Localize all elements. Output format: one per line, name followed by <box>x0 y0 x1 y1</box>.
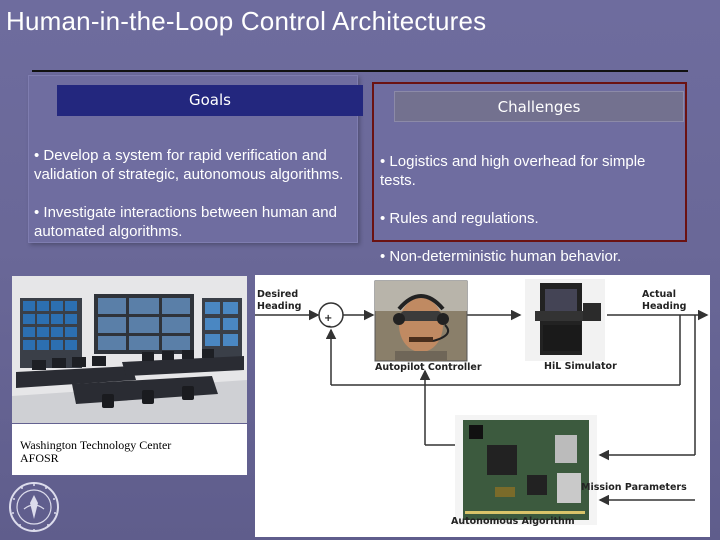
challenges-bullet: • Rules and regulations. <box>380 210 539 227</box>
credit-line: Washington Technology Center <box>20 438 172 452</box>
university-seal-logo <box>8 479 60 535</box>
challenges-bullet: • Logistics and high overhead for simple… <box>380 153 646 189</box>
photo-credit: Washington Technology Center AFOSR <box>12 424 247 475</box>
autonomous-algorithm-label: Autonomous Algorithm <box>451 516 575 527</box>
challenges-panel: Challenges • Logistics and high overhead… <box>372 82 687 265</box>
mission-parameters-label: Mission Parameters <box>581 482 687 493</box>
pilot-photo <box>374 280 468 362</box>
plus-sign: + <box>324 313 333 324</box>
challenges-bullet: • Non-deterministic human behavior. <box>380 248 622 265</box>
simulator-photo <box>525 279 605 361</box>
goals-bullets: • Develop a system for rapid verificatio… <box>34 127 356 260</box>
minus-sign: – <box>326 321 331 332</box>
actual-heading-label: Actual Heading <box>642 289 687 312</box>
goals-bullet: • Investigate interactions between human… <box>34 204 337 240</box>
goals-heading: Goals <box>57 85 363 116</box>
challenges-bullets: • Logistics and high overhead for simple… <box>380 133 685 285</box>
challenges-heading: Challenges <box>394 91 684 122</box>
goals-panel: Goals • Develop a system for rapid verif… <box>28 75 363 243</box>
control-loop-diagram: Desired Heading Actual Heading + – Autop… <box>255 275 710 537</box>
goals-bullet: • Develop a system for rapid verificatio… <box>34 147 344 183</box>
circuit-board-photo <box>455 415 597 525</box>
hil-simulator-label: HiL Simulator <box>544 361 617 372</box>
slide-title: Human-in-the-Loop Control Architectures <box>6 6 487 36</box>
title-divider <box>32 70 688 72</box>
autopilot-controller-label: Autopilot Controller <box>375 362 482 373</box>
desired-heading-label: Desired Heading <box>257 289 302 312</box>
control-room-photo <box>12 276 247 423</box>
credit-line: AFOSR <box>20 451 59 465</box>
